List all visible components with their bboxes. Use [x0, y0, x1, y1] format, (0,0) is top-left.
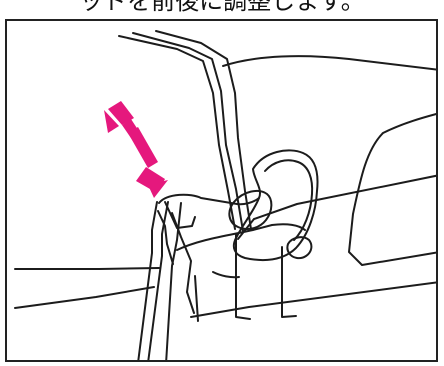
illustration-frame [5, 19, 438, 362]
up-down-arrow [104, 101, 168, 198]
headrest-pad-inner-line [265, 160, 312, 240]
window-glass-outline [349, 113, 438, 265]
caption-text: ッドを前後に調整します。 [0, 0, 444, 12]
door-panel-bottom-edge [238, 175, 438, 239]
door-trim-low-line [15, 287, 154, 308]
headrest-adjustment-illustration [7, 21, 438, 362]
arrow-shaft [128, 127, 158, 168]
door-panel-outline [223, 56, 438, 70]
seat-frame-left-edge [138, 202, 157, 362]
door-trim-lower-edge [191, 282, 438, 317]
headrest-support-bar [159, 195, 259, 205]
seatback-left-fold [195, 276, 198, 321]
headrest-lock-button [287, 237, 311, 258]
door-trim-upper-edge [15, 268, 159, 269]
